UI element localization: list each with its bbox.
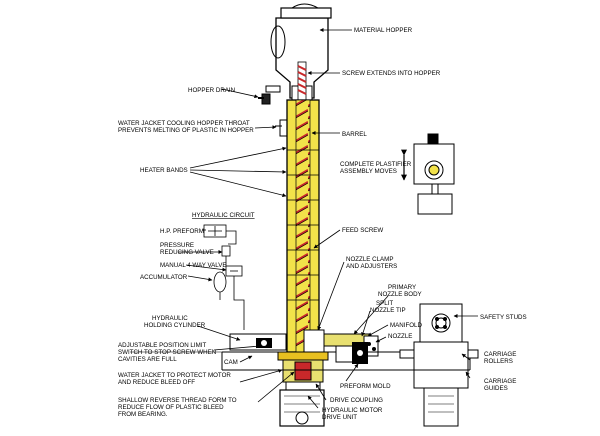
label-hydraulic-holding-1: HYDRAULIC bbox=[152, 315, 188, 322]
label-primary-nozzle-2: NOZZLE BODY bbox=[378, 291, 422, 298]
preform-mold bbox=[335, 342, 368, 364]
label-hydraulic-motor-1: HYDRAULIC MOTOR bbox=[322, 407, 383, 414]
label-manual-4-way: MANUAL 4 WAY VALVE bbox=[160, 262, 226, 269]
label-manifold: MANIFOLD bbox=[390, 322, 423, 329]
label-nozzle-clamp-1: NOZZLE CLAMP bbox=[346, 256, 393, 263]
barrel bbox=[286, 99, 320, 353]
label-preform-mold: PREFORM MOLD bbox=[340, 383, 391, 390]
label-carriage-rollers-1: CARRIAGE bbox=[484, 351, 516, 358]
label-complete-plastifier-2: ASSEMBLY MOVES bbox=[340, 168, 397, 175]
label-hp-preform: H.P. PREFORM bbox=[160, 228, 204, 235]
labels: MATERIAL HOPPER SCREW EXTENDS INTO HOPPE… bbox=[118, 27, 527, 421]
screw-in-hopper bbox=[297, 61, 307, 103]
label-shallow-reverse-1: SHALLOW REVERSE THREAD FORM TO bbox=[118, 397, 237, 404]
label-carriage-guides-1: CARRIAGE bbox=[484, 378, 516, 385]
label-pressure-1: PRESSURE bbox=[160, 242, 194, 249]
label-hydraulic-circuit: HYDRAULIC CIRCUIT bbox=[192, 212, 255, 219]
label-adjustable-limit-1: ADJUSTABLE POSITION LIMIT bbox=[118, 342, 206, 349]
label-shallow-reverse-2: REDUCE FLOW OF PLASTIC BLEED bbox=[118, 404, 224, 411]
label-water-jacket-throat-1: WATER JACKET COOLING HOPPER THROAT bbox=[118, 120, 250, 127]
label-primary-nozzle-1: PRIMARY bbox=[388, 284, 416, 291]
label-water-jacket-motor-2: AND REDUCE BLEED OFF bbox=[118, 379, 195, 386]
label-heater-bands: HEATER BANDS bbox=[140, 167, 188, 174]
label-split-nozzle-1: SPLIT bbox=[376, 300, 393, 307]
label-nozzle: NOZZLE bbox=[388, 333, 412, 340]
label-feed-screw: FEED SCREW bbox=[342, 227, 383, 234]
label-screw-extends: SCREW EXTENDS INTO HOPPER bbox=[342, 70, 441, 77]
label-carriage-rollers-2: ROLLERS bbox=[484, 358, 513, 365]
label-split-nozzle-2: NOZZLE TIP bbox=[370, 307, 406, 314]
label-accumulator: ACCUMULATOR bbox=[140, 274, 188, 281]
label-carriage-guides-2: GUIDES bbox=[484, 385, 508, 392]
label-drive-coupling: DRIVE COUPLING bbox=[330, 397, 383, 404]
leader-lines bbox=[178, 28, 478, 409]
label-hydraulic-holding-2: HOLDING CYLINDER bbox=[144, 322, 206, 329]
heater-bands bbox=[287, 149, 319, 301]
label-barrel: BARREL bbox=[342, 131, 367, 138]
label-water-jacket-throat-2: PREVENTS MELTING OF PLASTIC IN HOPPER bbox=[118, 127, 254, 134]
hopper-drain bbox=[258, 85, 281, 105]
label-safety-studs: SAFETY STUDS bbox=[480, 314, 527, 321]
hydraulic-circuit bbox=[203, 224, 245, 330]
label-complete-plastifier-1: COMPLETE PLASTIFIER bbox=[340, 161, 412, 168]
plastifier-assembly-small bbox=[401, 133, 455, 215]
label-material-hopper: MATERIAL HOPPER bbox=[354, 27, 413, 34]
label-hydraulic-motor-2: DRIVE UNIT bbox=[322, 414, 357, 421]
drive-section bbox=[277, 351, 329, 427]
label-shallow-reverse-3: FROM BEARING. bbox=[118, 411, 168, 418]
hydraulic-holding-cylinder bbox=[229, 333, 287, 351]
label-adjustable-limit-2: SWITCH TO STOP SCREW WHEN bbox=[118, 349, 216, 356]
label-hopper-drain: HOPPER DRAIN bbox=[188, 87, 235, 94]
carriage-assembly bbox=[399, 303, 479, 427]
label-nozzle-clamp-2: AND ADJUSTERS bbox=[346, 263, 397, 270]
label-pressure-2: REDUCING VALVE bbox=[160, 249, 214, 256]
label-adjustable-limit-3: CAVITIES ARE FULL bbox=[118, 356, 177, 363]
label-cam: CAM bbox=[224, 359, 238, 366]
label-water-jacket-motor-1: WATER JACKET TO PROTECT MOTOR bbox=[118, 372, 231, 379]
